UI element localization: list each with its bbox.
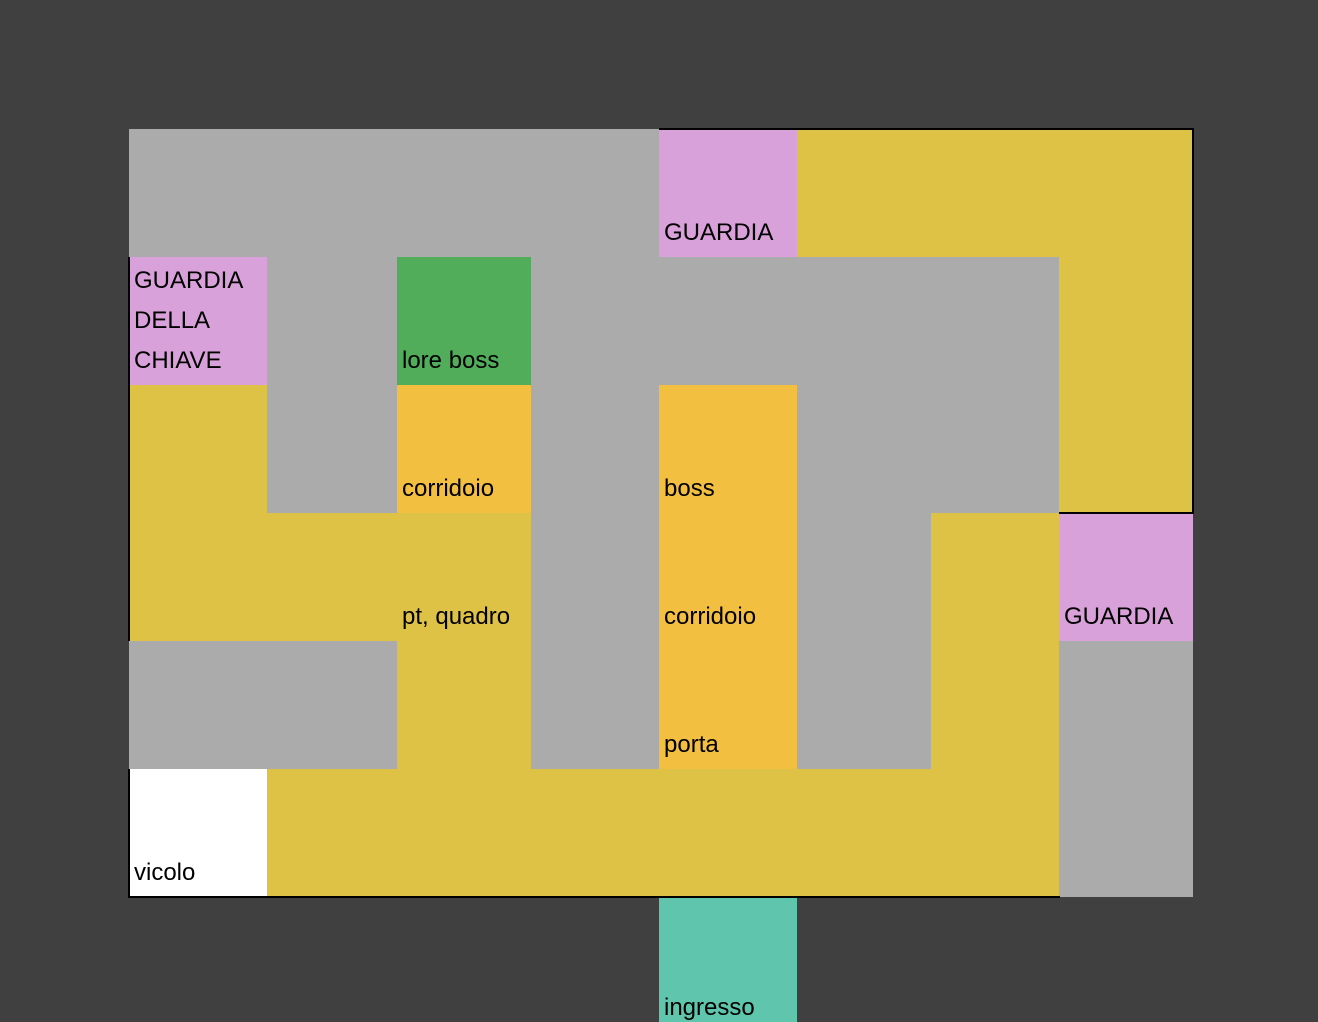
wall-tile xyxy=(531,641,659,769)
wall-tile xyxy=(267,257,397,385)
map-border-left xyxy=(128,257,130,641)
wall-tile xyxy=(531,385,659,513)
guard-key-label-line1: GUARDIA xyxy=(134,267,244,294)
wall-tile xyxy=(531,257,1059,385)
guard-tile-top[interactable]: GUARDIA xyxy=(659,129,797,257)
corridor-tile-left[interactable]: corridoio xyxy=(397,385,531,513)
path-tile xyxy=(129,513,397,641)
wall-tile xyxy=(267,385,397,513)
boss-label: boss xyxy=(664,475,715,502)
corridor-tile-center[interactable]: corridoio xyxy=(659,513,797,641)
guard-right-label: GUARDIA xyxy=(1064,603,1174,630)
wall-tile xyxy=(129,641,397,769)
painting-label: pt, quadro xyxy=(402,603,511,630)
door-label: porta xyxy=(664,731,719,758)
corridor-left-label: corridoio xyxy=(402,475,495,502)
lore-boss-tile[interactable]: lore boss xyxy=(397,257,531,385)
map-border-bottom xyxy=(128,896,1060,898)
wall-tile xyxy=(531,513,659,641)
guard-label: GUARDIA xyxy=(664,219,774,246)
guard-tile-right[interactable]: GUARDIA xyxy=(1059,513,1193,641)
door-tile[interactable]: porta xyxy=(659,641,797,769)
guard-key-tile[interactable]: GUARDIA DELLA CHIAVE xyxy=(129,257,267,385)
corridor-center-label: corridoio xyxy=(664,603,757,630)
wall-tile xyxy=(797,641,931,769)
path-tile xyxy=(931,641,1059,769)
entrance-tile[interactable]: ingresso xyxy=(659,897,797,1022)
map-border-top-right xyxy=(659,128,1194,130)
wall-tile xyxy=(1059,641,1193,769)
alley-label: vicolo xyxy=(134,859,196,886)
wall-tile xyxy=(797,513,931,641)
lore-boss-label: lore boss xyxy=(402,347,500,374)
alley-tile[interactable]: vicolo xyxy=(129,769,267,897)
guard-key-label-line2: DELLA xyxy=(134,307,211,334)
path-tile xyxy=(1059,385,1193,513)
path-tile xyxy=(129,385,267,513)
boss-tile[interactable]: boss xyxy=(659,385,797,513)
path-tile xyxy=(797,129,1193,257)
entrance-label: ingresso xyxy=(664,994,755,1021)
path-tile xyxy=(1059,257,1193,385)
path-tile xyxy=(931,513,1059,641)
map-border-right-upper xyxy=(1192,128,1194,514)
wall-tile xyxy=(129,129,659,257)
guard-key-label-line3: CHIAVE xyxy=(134,347,222,374)
map-border-right-notch xyxy=(1059,512,1194,514)
path-tile xyxy=(397,641,531,769)
wall-tile xyxy=(797,385,1059,513)
wall-tile xyxy=(1059,769,1193,897)
path-tile xyxy=(267,769,1059,897)
painting-tile[interactable]: pt, quadro xyxy=(397,513,531,641)
map-border-left-lower xyxy=(128,769,130,898)
